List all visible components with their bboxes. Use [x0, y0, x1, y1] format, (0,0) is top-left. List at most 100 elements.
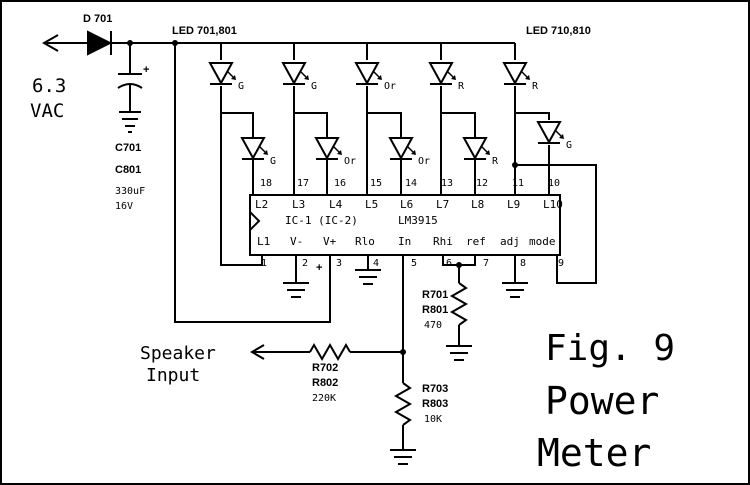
- led-arrow: [299, 70, 308, 79]
- junction-vplus: [172, 40, 178, 46]
- pin-label-bottom: Rhi: [433, 235, 453, 248]
- label-chip-part: LM3915: [398, 214, 438, 227]
- label-led-first: LED 701,801: [172, 25, 237, 37]
- label-cap-value: 330uF: [115, 186, 145, 197]
- pin-label-top: L2: [255, 198, 268, 211]
- led-arrowhead: [377, 75, 382, 80]
- led-wire-4: [294, 112, 328, 137]
- led-lower-1: G: [240, 137, 276, 167]
- led-arrow: [258, 145, 267, 154]
- led-color-label: Or: [384, 81, 396, 92]
- led-upper-3: Or: [354, 62, 396, 92]
- led-triangle: [428, 62, 454, 86]
- pin-label-bottom: mode: [529, 235, 556, 248]
- pin-number-top: 11: [512, 178, 524, 189]
- l1-wire: [220, 86, 263, 266]
- diode-d701: [87, 30, 113, 56]
- label-r803: R803: [422, 398, 448, 410]
- led-arrowhead: [485, 150, 490, 155]
- pin-label-top: L10: [543, 198, 563, 211]
- led-triangle: [208, 62, 234, 86]
- led-arrowhead: [559, 134, 564, 139]
- led-arrow: [372, 70, 381, 79]
- pin-label-bottom: ref: [466, 235, 486, 248]
- pin-number-top: 16: [334, 178, 346, 189]
- label-r702: R702: [312, 362, 338, 374]
- pin-label-top: L3: [292, 198, 305, 211]
- led-color-label: Or: [344, 156, 356, 167]
- ac-input-arrow: [41, 34, 59, 52]
- pin-number-bottom: 5: [411, 258, 417, 269]
- pin-number-bottom: 3: [336, 258, 342, 269]
- led-triangle: [462, 137, 488, 161]
- pin-label-top: L5: [365, 198, 378, 211]
- led-color-label: G: [566, 140, 572, 151]
- led-triangle: [354, 62, 380, 86]
- label-c801: C801: [115, 164, 141, 176]
- led-arrow: [446, 70, 455, 79]
- led-arrow: [226, 70, 235, 79]
- led-arrow: [554, 129, 563, 138]
- pin-label-bottom: Rlo: [355, 235, 375, 248]
- label-cap-plus: +: [143, 64, 149, 76]
- pin-label-top: L6: [400, 198, 413, 211]
- label-chip-name: IC-1 (IC-2): [285, 214, 358, 227]
- cap-plate-bottom: [117, 83, 143, 89]
- pin-label-bottom: V-: [290, 235, 303, 248]
- pin-label-top: L4: [329, 198, 343, 211]
- led-arrowhead: [451, 75, 456, 80]
- speaker-arrow: [250, 344, 265, 360]
- label-speaker: Speaker: [140, 343, 216, 364]
- led-arrow: [332, 145, 341, 154]
- led-color-label: G: [270, 156, 276, 167]
- label-r703-value: 10K: [424, 414, 442, 425]
- pin-number-top: 12: [476, 178, 488, 189]
- led-upper-2: G: [281, 62, 317, 92]
- pin-number-top: 17: [297, 178, 309, 189]
- label-led-last: LED 710,810: [526, 25, 591, 37]
- label-input: Input: [146, 365, 200, 386]
- led-upper-5: R: [502, 62, 539, 92]
- led-lower-5: G: [536, 121, 572, 151]
- label-vplus-mark: +: [316, 262, 322, 274]
- led-lower-3: Or: [388, 137, 430, 167]
- pin-label-top: L7: [436, 198, 449, 211]
- pin-label-bottom: L1: [257, 235, 270, 248]
- led-color-label: G: [311, 81, 317, 92]
- led-arrowhead: [337, 150, 342, 155]
- ic-body: [249, 194, 561, 256]
- led-arrowhead: [263, 150, 268, 155]
- pin-label-bottom: In: [398, 235, 411, 248]
- label-r703: R703: [422, 383, 448, 395]
- led-triangle: [388, 137, 414, 161]
- pin-number-top: 14: [405, 178, 417, 189]
- led-wire-10: [515, 112, 550, 120]
- pin-label-top: L8: [471, 198, 484, 211]
- label-vac-value: 6.3: [32, 75, 66, 97]
- resistor-r703: [393, 382, 413, 426]
- junction-mode: [512, 162, 518, 168]
- led-arrowhead: [304, 75, 309, 80]
- led-color-label: G: [238, 81, 244, 92]
- led-color-label: R: [458, 81, 465, 92]
- junction-rhi: [456, 262, 462, 268]
- led-wire-8: [441, 112, 476, 137]
- led-arrow: [480, 145, 489, 154]
- led-triangle: [502, 62, 528, 86]
- led-color-label: R: [532, 81, 539, 92]
- label-vac-unit: VAC: [30, 100, 64, 122]
- led-upper-1: G: [208, 62, 244, 92]
- pin-label-top: L9: [507, 198, 520, 211]
- junction-cap: [127, 40, 133, 46]
- led-triangle: [240, 137, 266, 161]
- led-arrow: [520, 70, 529, 79]
- led-wire-6: [367, 112, 402, 137]
- led-color-label: Or: [418, 156, 430, 167]
- led-arrowhead: [525, 75, 530, 80]
- label-r801: R801: [422, 304, 448, 316]
- led-triangle: [536, 121, 562, 145]
- pin-number-top: 13: [441, 178, 453, 189]
